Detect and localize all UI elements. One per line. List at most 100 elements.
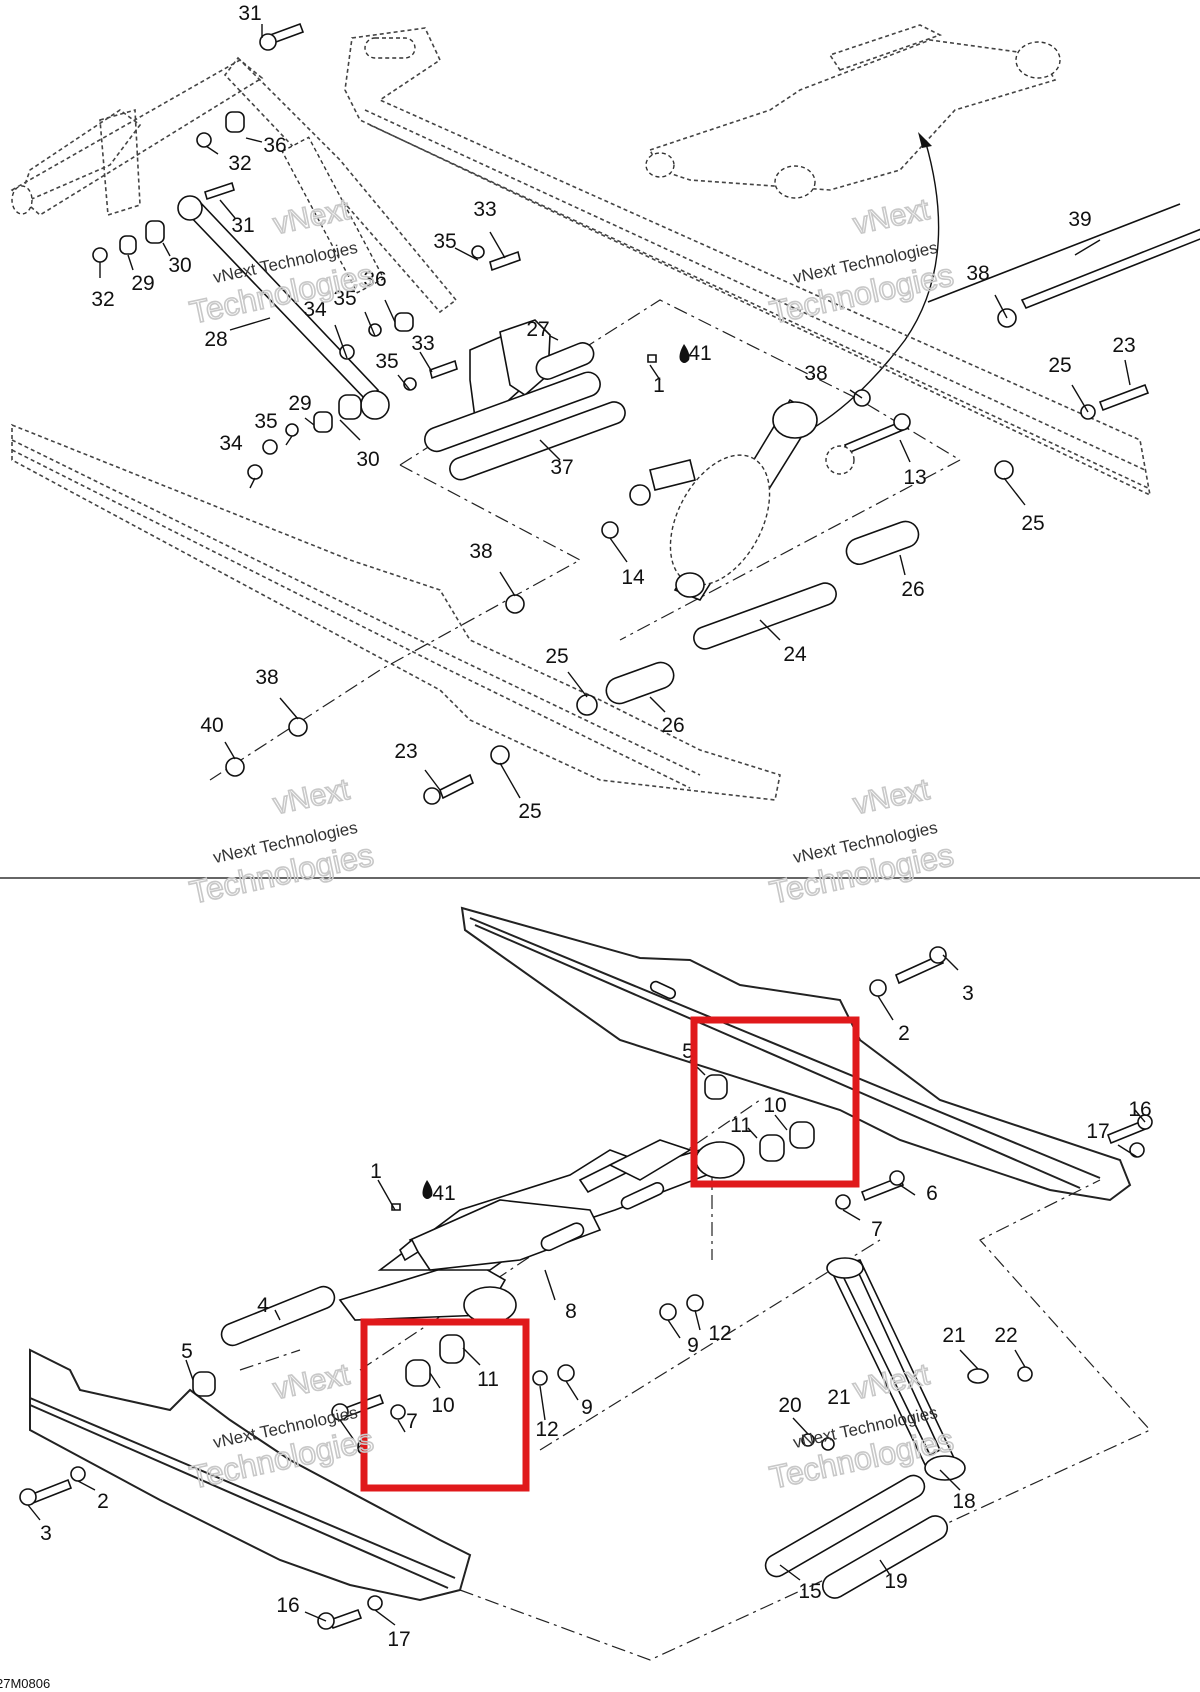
callout-label: 8 [565,1300,577,1323]
callout-label: 29 [288,392,311,415]
callout-label: 29 [131,272,154,295]
callout-label: 25 [545,645,568,668]
right-rail-bottom [460,906,1132,1202]
tube-26b [605,661,675,705]
callout-label: 36 [363,268,386,291]
link-arm-18 [801,1257,1033,1481]
callout-label: 3 [962,982,974,1005]
top-exploded-view: 31 36 32 31 30 29 32 28 33 35 36 35 34 3… [10,2,1200,823]
callout-label: 33 [473,198,496,221]
shock-bracket [469,319,595,420]
callout-label: 27 [526,318,549,341]
callout-label: 1 [653,374,665,397]
callout-label: 35 [254,410,277,433]
callout-label: 10 [763,1094,786,1117]
callout-label: 16 [276,1594,299,1617]
callout-label: 26 [901,578,924,601]
callout-label: 31 [238,2,261,25]
callout-label: 23 [1112,334,1135,357]
callout-label: 28 [204,328,227,351]
callout-label: 34 [303,298,327,321]
callout-label: 36 [263,134,286,157]
callout-label: 41 [688,342,711,365]
lubricant-drop-icon-2 [422,1180,433,1199]
svg-text:vNext: vNext [850,193,933,241]
bottom-exploded-view: 3 2 5 10 11 16 17 6 7 1 41 4 8 12 9 5 11… [19,906,1153,1661]
highlight-box-upper [690,1016,860,1188]
callout-label: 38 [255,666,278,689]
callout-label: 12 [535,1418,558,1441]
callout-label: 5 [181,1340,193,1363]
shaft-37 [424,371,601,453]
callout-label: 11 [730,1114,752,1137]
svg-text:vNext: vNext [270,1358,353,1406]
svg-text:vNext: vNext [270,773,353,821]
callout-label: 35 [375,350,398,373]
callout-label: 17 [387,1628,410,1651]
callout-label: 38 [966,262,989,285]
callout-label: 12 [708,1322,731,1345]
top-callouts: 31 36 32 31 30 29 32 28 33 35 36 35 34 3… [91,2,1135,823]
callout-label: 21 [827,1386,850,1409]
callout-label: 30 [168,254,191,277]
tube-19 [821,1515,949,1599]
watermark: vNext vNext Technologies Technologies [766,772,958,911]
callout-label: 9 [581,1396,593,1419]
figure-code: 27M0806 [0,1676,50,1691]
callout-label: 19 [884,1570,907,1593]
callout-label: 7 [871,1218,883,1241]
tube-15 [764,1474,926,1578]
callout-label: 32 [91,288,114,311]
tube-26 [845,520,920,566]
shaft-37b [449,401,626,481]
hardware-bottom-right [659,946,1153,1321]
rear-arm-assembly [10,56,458,314]
hardware-bottom-left [19,1285,575,1630]
bottom-leaders [27,954,1146,1626]
watermark: vNext vNext Technologies Technologies [766,1357,958,1496]
top-leaders [99,24,1131,799]
left-rail-top [11,423,781,801]
shock-absorber [601,398,818,601]
callout-label: 34 [219,432,243,455]
callout-label: 32 [228,152,251,175]
callout-label: 9 [687,1334,699,1357]
bottom-callouts: 3 2 5 10 11 16 17 6 7 1 41 4 8 12 9 5 11… [40,982,1152,1651]
callout-label: 31 [231,214,254,237]
callout-label: 25 [518,800,541,823]
callout-label: 23 [394,740,417,763]
callout-label: 2 [97,1490,109,1513]
callout-label: 6 [926,1182,938,1205]
callout-label: 26 [661,714,684,737]
callout-label: 30 [356,448,379,471]
lubricant-drop-icon [679,344,690,363]
callout-label: 40 [200,714,223,737]
callout-label: 18 [952,1490,975,1513]
callout-label: 33 [411,332,434,355]
callout-label: 25 [1021,512,1044,535]
callout-label: 16 [1128,1098,1151,1121]
callout-label: 41 [432,1182,455,1205]
callout-label: 35 [333,287,356,310]
front-arm-assembly [645,24,1061,199]
assembly-arrow [809,139,940,431]
callout-label: 25 [1048,354,1071,377]
callout-label: 37 [550,456,573,479]
callout-label: 24 [783,643,807,666]
callout-label: 5 [682,1040,694,1063]
callout-label: 17 [1086,1120,1109,1143]
callout-label: 10 [431,1394,454,1417]
callout-label: 20 [778,1394,801,1417]
callout-label: 15 [798,1580,821,1603]
svg-text:vNext: vNext [850,773,933,821]
callout-label: 13 [903,466,926,489]
callout-label: 38 [469,540,492,563]
callout-label: 3 [40,1522,52,1545]
callout-label: 2 [898,1022,910,1045]
callout-label: 38 [804,362,827,385]
callout-label: 35 [433,230,456,253]
watermark: vNext vNext Technologies Technologies [186,772,378,911]
callout-label: 1 [370,1160,382,1183]
right-rail-top [344,27,1152,497]
